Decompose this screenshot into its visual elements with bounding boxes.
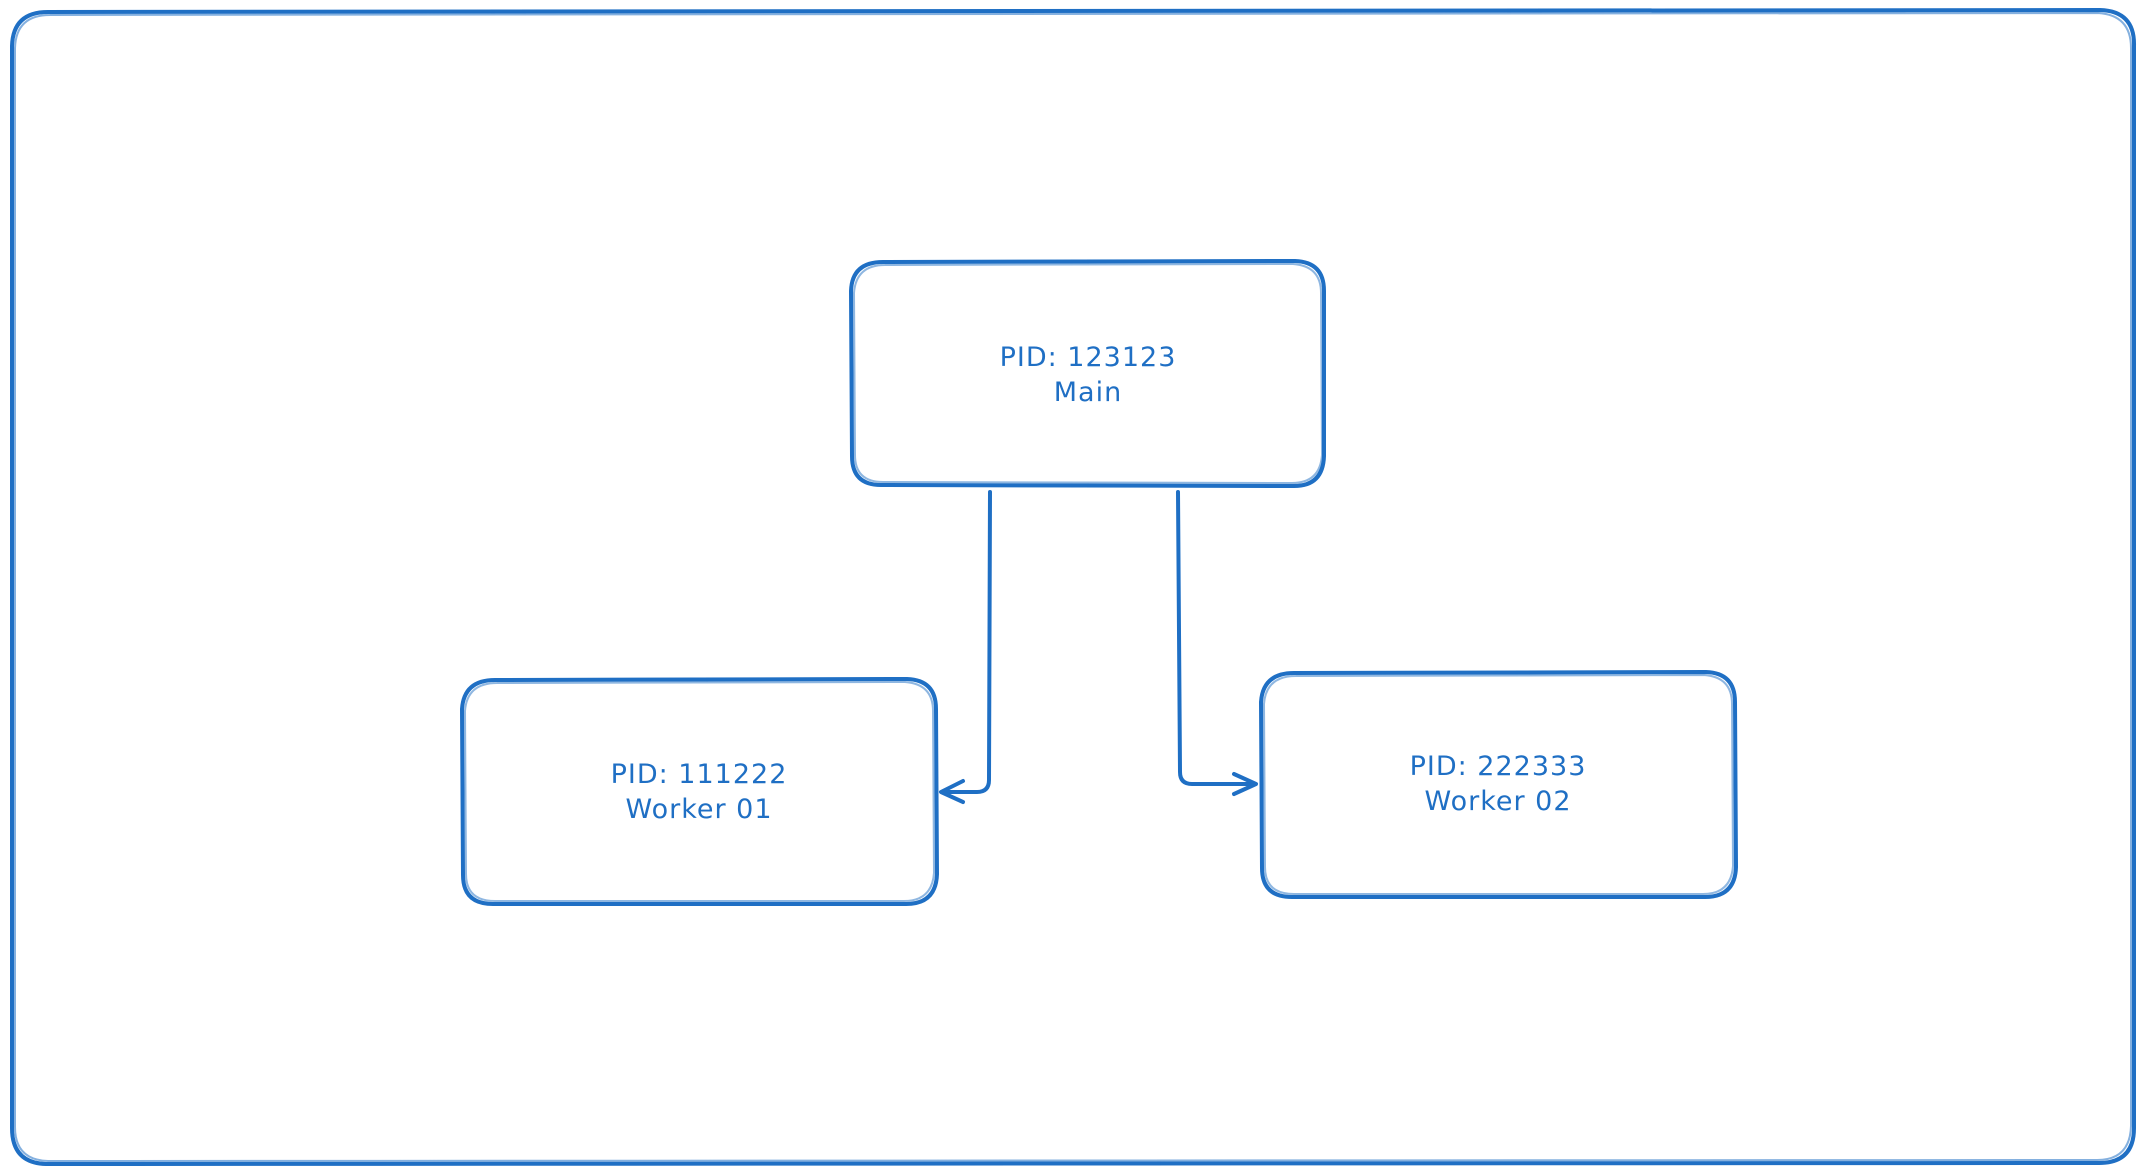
process-node-worker-01[interactable]: PID: 111222 Worker 01 [460,677,939,906]
process-node-worker-02[interactable]: PID: 222333 Worker 02 [1259,670,1738,899]
arrowhead-icon [1232,772,1258,796]
connector-line [1176,490,1257,786]
outer-frame [10,8,2137,1166]
node-name-label: Main [1054,377,1122,408]
node-pid-label: PID: 111222 [611,759,788,790]
connector-main-to-worker-02[interactable] [1176,490,1258,796]
arrowhead-icon [939,779,965,804]
process-node-main[interactable]: PID: 123123 Main [849,259,1326,488]
node-box [460,677,939,906]
connector-main-to-worker-01[interactable] [939,490,992,804]
node-box [1259,670,1738,899]
node-name-label: Worker 01 [625,794,772,825]
node-name-label: Worker 02 [1424,786,1571,817]
node-box [849,259,1326,488]
connector-line [940,490,992,794]
node-pid-label: PID: 123123 [1000,342,1177,373]
node-pid-label: PID: 222333 [1410,751,1587,782]
